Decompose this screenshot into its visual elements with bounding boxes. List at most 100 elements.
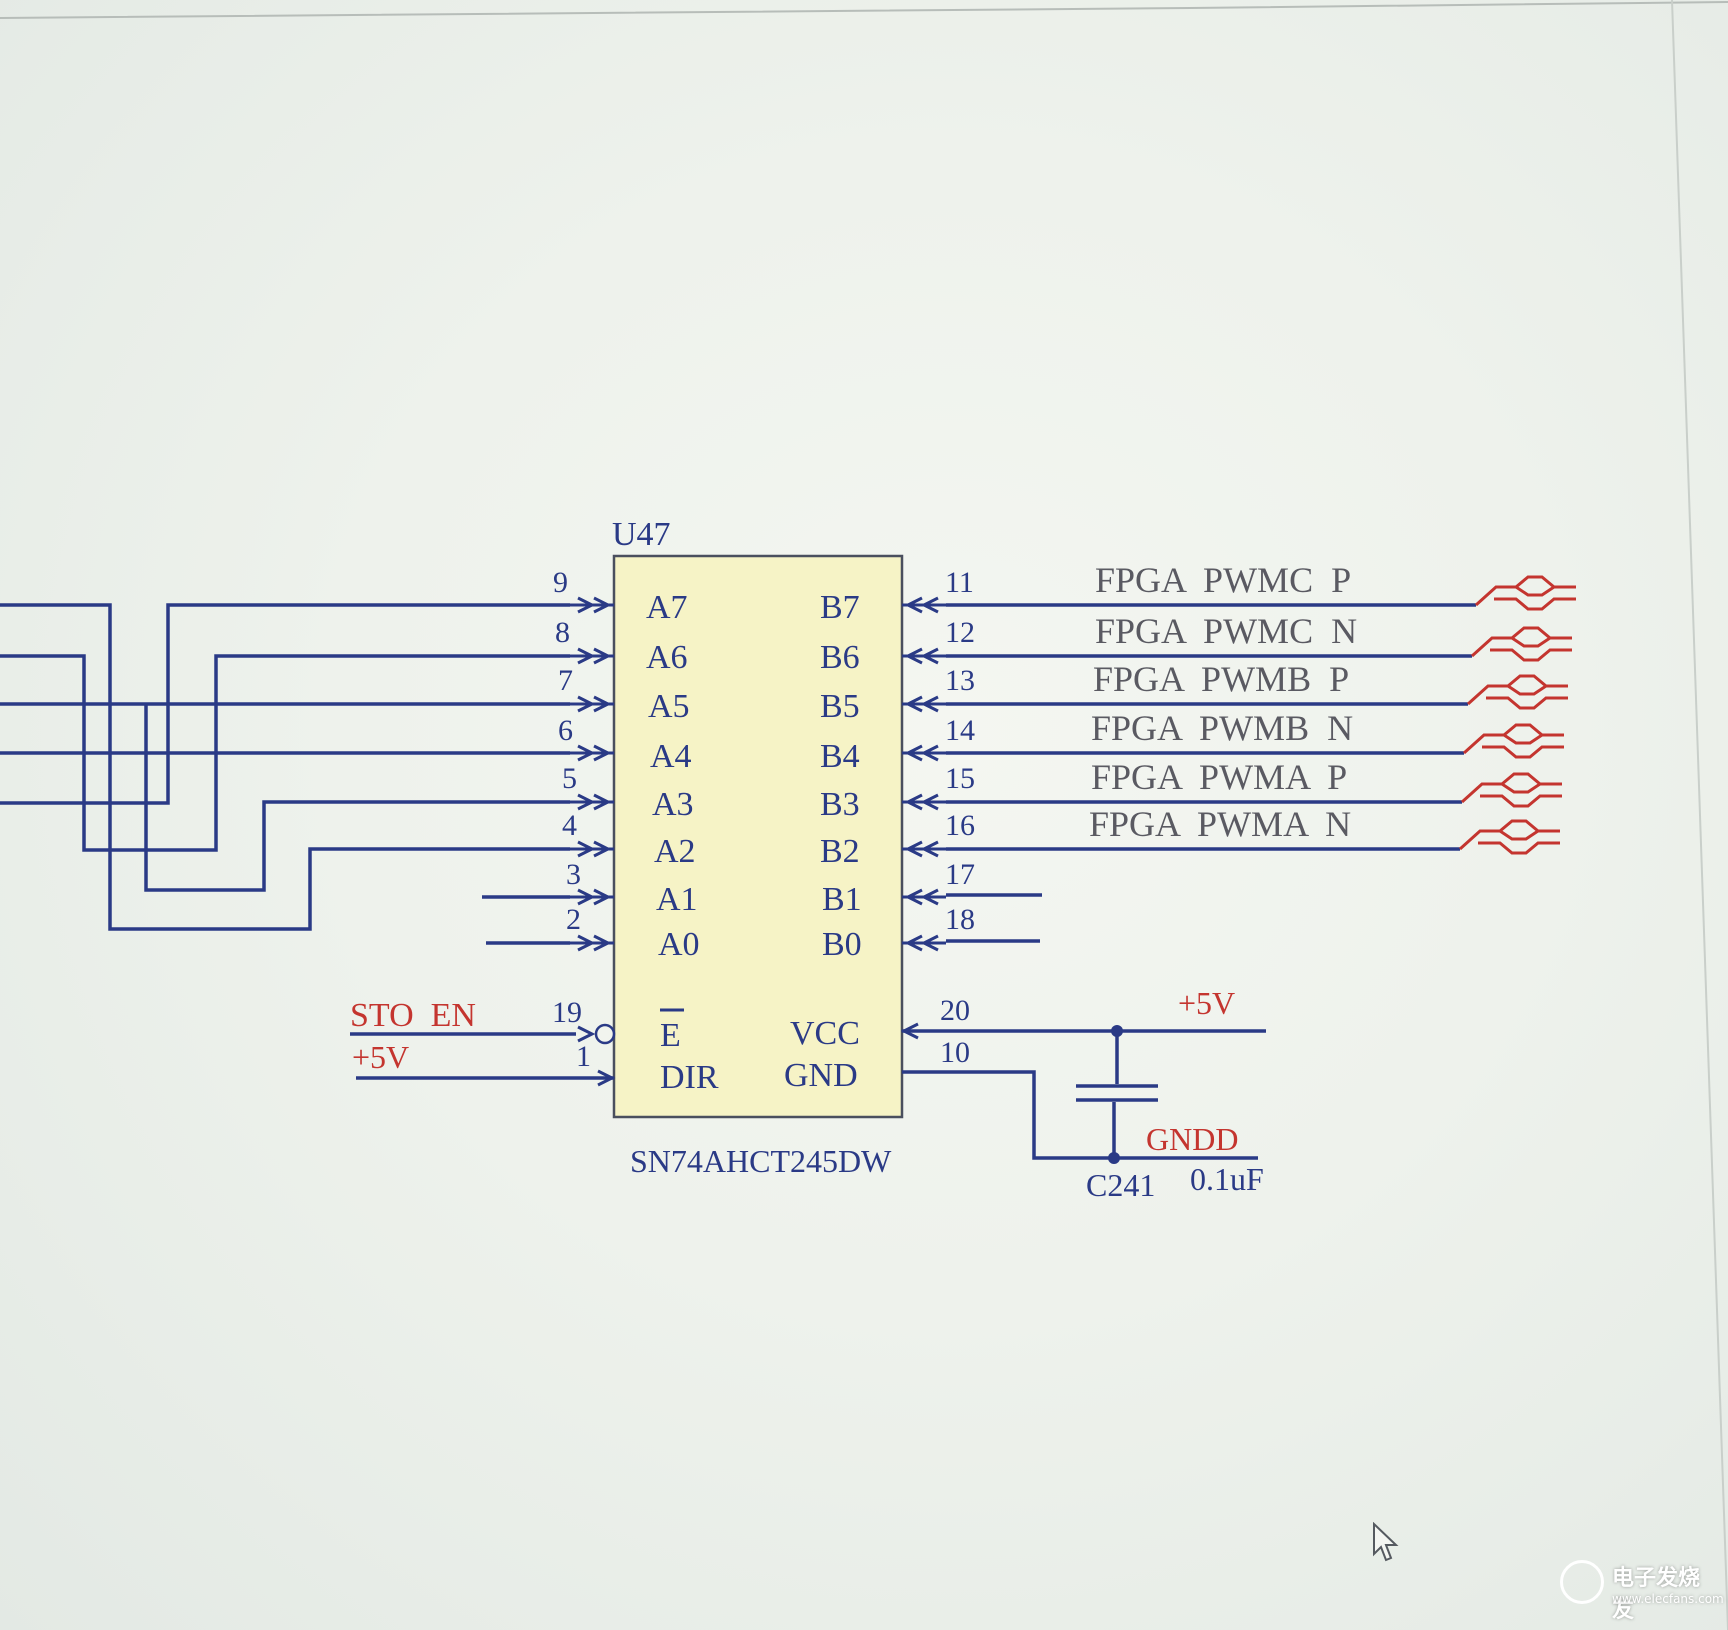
pin-number: 11: [945, 566, 974, 599]
pin-e[interactable]: 19 E: [350, 996, 684, 1054]
pin-b4[interactable]: 14 B4: [820, 714, 975, 775]
control-pins: 19 E STO EN 1 DIR +5V: [350, 996, 719, 1096]
watermark-brand: 电子发烧友: [1612, 1566, 1701, 1623]
pin-number: 8: [555, 616, 570, 649]
pin-name: A6: [646, 639, 688, 676]
port-symbol-pwma-p[interactable]: [1460, 772, 1562, 808]
port-symbol-pwmc-n[interactable]: [1470, 626, 1572, 662]
port-symbol-pwmb-p[interactable]: [1466, 674, 1568, 710]
pin-a7[interactable]: 9 A7: [553, 566, 688, 626]
pin-name: B3: [820, 786, 860, 823]
net-label-pwma-n[interactable]: FPGA PWMA N: [1089, 804, 1351, 844]
pin-a0[interactable]: 2 A0: [566, 903, 700, 963]
net-label-dir-5v[interactable]: +5V: [352, 1039, 409, 1075]
pin-number: 2: [566, 903, 581, 936]
net-label-pwmc-n[interactable]: FPGA PWMC N: [1095, 611, 1357, 651]
pin-b2[interactable]: 16 B2: [820, 809, 975, 870]
pin-b1[interactable]: 17 B1: [822, 858, 975, 918]
pin-name: A2: [654, 833, 696, 870]
pin-a1[interactable]: 3 A1: [566, 858, 698, 918]
pin-number: 19: [552, 996, 582, 1029]
watermark-site: www.elecfans.com: [1612, 1592, 1724, 1606]
pin-b0[interactable]: 18 B0: [822, 903, 975, 963]
pin-name: E: [660, 1017, 681, 1054]
net-label-pwmc-p[interactable]: FPGA PWMC P: [1095, 560, 1351, 600]
pin-name: A4: [650, 738, 692, 775]
pin-number: 6: [558, 714, 573, 747]
pin-number: 7: [558, 664, 573, 697]
pin-name: B7: [820, 589, 860, 626]
pin-number: 12: [945, 616, 975, 649]
chip-refdes: U47: [612, 516, 671, 553]
pin-name: VCC: [790, 1015, 860, 1052]
pin-number: 14: [945, 714, 975, 747]
watermark-logo-icon: [1560, 1560, 1604, 1604]
port-connectors: [1458, 575, 1576, 855]
pin-a2[interactable]: 4 A2: [562, 809, 696, 870]
chip-part-number: SN74AHCT245DW: [630, 1143, 892, 1179]
port-symbol-pwmb-n[interactable]: [1462, 723, 1564, 759]
wire-a2[interactable]: [0, 603, 570, 931]
pin-number: 1: [576, 1040, 591, 1073]
pin-number: 17: [945, 858, 975, 891]
pin-b5[interactable]: 13 B5: [820, 664, 975, 725]
pin-name: B5: [820, 688, 860, 725]
pin-gnd[interactable]: 10 GND: [784, 1036, 1258, 1160]
pin-dir[interactable]: 1 DIR: [356, 1040, 719, 1096]
pin-number: 10: [940, 1036, 970, 1069]
net-label-pwmb-p[interactable]: FPGA PWMB P: [1093, 659, 1349, 699]
right-net-wires: [946, 603, 1476, 943]
port-symbol-pwma-n[interactable]: [1458, 819, 1560, 855]
pin-number: 4: [562, 809, 577, 842]
left-bus-wires: [0, 603, 570, 945]
net-label-gndd[interactable]: GNDD: [1146, 1121, 1238, 1157]
pin-name: A7: [646, 589, 688, 626]
net-label-pwmb-n[interactable]: FPGA PWMB N: [1091, 708, 1353, 748]
pin-name: A1: [656, 881, 698, 918]
pin-b3[interactable]: 15 B3: [820, 762, 975, 823]
chip-body[interactable]: [612, 554, 904, 1119]
pin-name: B6: [820, 639, 860, 676]
net-label-vcc-5v[interactable]: +5V: [1178, 985, 1235, 1021]
pin-number: 20: [940, 994, 970, 1027]
net-label-sto-en[interactable]: STO EN: [350, 997, 476, 1034]
pin-vcc[interactable]: 20 VCC: [790, 994, 1266, 1052]
pin-name: A3: [652, 786, 694, 823]
pin-number: 3: [566, 858, 581, 891]
pin-name: B4: [820, 738, 860, 775]
net-labels: FPGA PWMC P FPGA PWMC N FPGA PWMB P FPGA…: [1089, 560, 1357, 844]
pin-name: A0: [658, 926, 700, 963]
left-pins: 9 A7 8 A6 7 A5 6 A4: [553, 566, 700, 963]
pin-number: 13: [945, 664, 975, 697]
pin-number: 16: [945, 809, 975, 842]
port-symbol-pwmc-p[interactable]: [1474, 575, 1576, 611]
pin-number: 9: [553, 566, 568, 599]
pin-number: 18: [945, 903, 975, 936]
pin-name: GND: [784, 1057, 858, 1094]
pin-name: B1: [822, 881, 862, 918]
wire-a6[interactable]: [0, 654, 570, 852]
mouse-cursor-icon: [1373, 1522, 1399, 1562]
pin-name: DIR: [660, 1059, 719, 1096]
pin-b6[interactable]: 12 B6: [820, 616, 975, 676]
pin-number: 15: [945, 762, 975, 795]
pin-name: A5: [648, 688, 690, 725]
net-label-pwma-p[interactable]: FPGA PWMA P: [1091, 757, 1347, 797]
junction-dot: [1111, 1025, 1123, 1037]
capacitor-value: 0.1uF: [1190, 1161, 1264, 1197]
watermark: 电子发烧友 www.elecfans.com: [1560, 1550, 1724, 1623]
pin-a6[interactable]: 8 A6: [555, 616, 688, 676]
pin-a3[interactable]: 5 A3: [562, 762, 694, 823]
power-pins: 20 VCC +5V 10 GND GNDD: [784, 985, 1266, 1160]
pin-number: 5: [562, 762, 577, 795]
capacitor-refdes: C241: [1086, 1167, 1155, 1203]
pin-a5[interactable]: 7 A5: [558, 664, 690, 725]
pin-b7[interactable]: 11 B7: [820, 566, 974, 626]
right-pins: 11 B7 12 B6 13 B5 14 B4: [820, 566, 975, 963]
wire-a3[interactable]: [144, 704, 570, 892]
capacitor-c241[interactable]: C241 0.1uF: [1076, 1025, 1264, 1203]
pin-name: B0: [822, 926, 862, 963]
pin-a4[interactable]: 6 A4: [558, 714, 692, 775]
